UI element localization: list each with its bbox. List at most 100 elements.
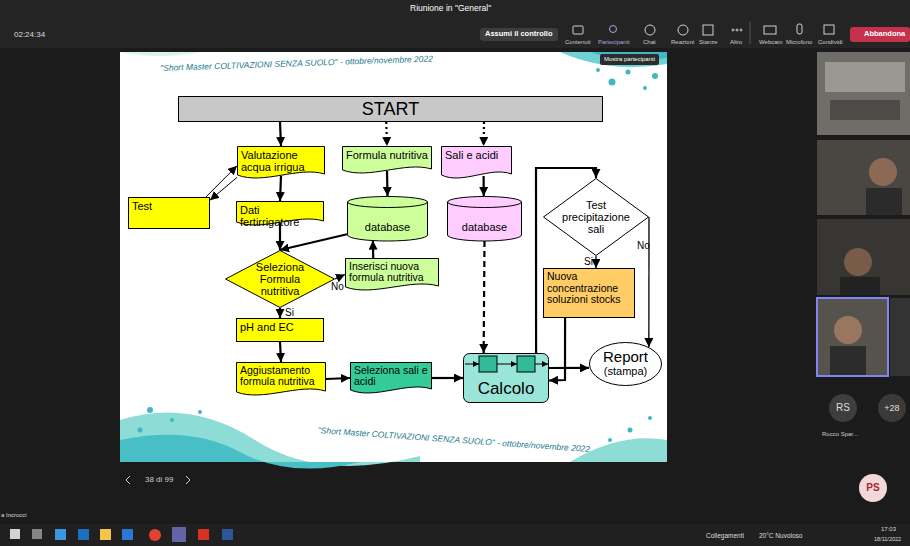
decoration [78, 529, 89, 540]
video-tile [817, 298, 888, 376]
control-button: Assumi il controllo [480, 28, 558, 41]
toolbar-label: Condividi [818, 39, 843, 46]
terminal-oval: Report(stampa) [589, 342, 662, 386]
flow-arrow [549, 367, 589, 369]
flow-arrow [483, 176, 485, 196]
decoration [608, 438, 612, 442]
flow-arrow [549, 318, 565, 381]
toolbar [0, 18, 910, 48]
document-box: Formula nutritiva [342, 146, 432, 174]
document-box: Seleziona sali e acidi [350, 362, 432, 394]
edge-label: No [637, 240, 650, 251]
window-title: Riunione in "General" [410, 4, 491, 14]
participant-name: Rocco Spar... [822, 431, 858, 438]
toolbar-label: Contenuti [565, 39, 591, 46]
node-shape [179, 97, 603, 122]
node-shape [226, 251, 335, 308]
decision-diamond: Seleziona Formula nutritiva [225, 250, 335, 308]
node-shape [129, 198, 210, 229]
decoration [628, 428, 633, 433]
flow-arrow [483, 241, 486, 353]
node-shape [238, 147, 325, 178]
video-tile [817, 52, 910, 135]
taskbar-date: 18/11/2022 [874, 536, 901, 542]
flow-arrow [280, 176, 281, 201]
node-shape [544, 179, 649, 256]
flow-arrow [483, 122, 486, 146]
video-tile [890, 298, 910, 376]
person [844, 248, 872, 276]
flow-arrow [372, 241, 374, 258]
node-outline [589, 342, 662, 386]
node-shape [442, 147, 512, 178]
decoration [147, 407, 153, 413]
slide-counter: 38 di 99 [145, 475, 173, 484]
taskbar-clock: 17:03 [881, 526, 896, 533]
calc-box: Calcolo [463, 353, 549, 403]
toolbar-label: Partecipanti [598, 39, 630, 46]
toolbar-label: Reazioni [671, 39, 694, 46]
person [830, 346, 866, 375]
more-icon [740, 29, 742, 31]
flow-arrow [210, 177, 237, 200]
node-text: database [365, 221, 410, 233]
decoration [198, 529, 209, 540]
decoration [652, 73, 658, 79]
node-text: pH and EC [240, 321, 294, 333]
node-text: Formula nutritiva [346, 149, 428, 161]
flow-arrow [206, 166, 237, 197]
decoration [643, 86, 647, 90]
node-text: database [462, 221, 507, 233]
avatar: PS [859, 474, 887, 502]
node-shape [237, 319, 324, 342]
flow-arrow [280, 234, 347, 250]
node-text: Seleziona Formula nutritiva [251, 261, 309, 297]
node-outline [447, 196, 522, 241]
slide-nav [126, 476, 190, 484]
decoration [55, 529, 66, 540]
wave [120, 52, 200, 56]
person [869, 158, 897, 186]
node-text: Dati fertirrigatore [240, 204, 320, 228]
node-shape [346, 259, 439, 290]
node-shape [343, 147, 432, 173]
leave-button: Abbandona [850, 27, 910, 42]
decoration [222, 529, 233, 540]
cylinder-top [448, 197, 522, 208]
node-shape [351, 363, 432, 393]
presenter-name: a Incrocci [1, 512, 27, 519]
video-tile [817, 140, 910, 215]
process-box: Test [128, 197, 210, 229]
slide-decoration [120, 52, 667, 469]
cylinder-top [348, 197, 428, 208]
node-text: Valutazione acqua irrigua [241, 149, 321, 173]
flow-arrow [280, 122, 281, 146]
toolbar-label: Stanze [699, 39, 718, 46]
wave [120, 435, 360, 469]
node-shape [544, 269, 635, 318]
taskbar-text: 20°C Nuvoloso [759, 532, 802, 539]
decoration [10, 529, 20, 539]
node-shape [590, 343, 662, 386]
room-wall [825, 62, 905, 92]
process-box: pH and EC [236, 318, 324, 342]
node-text: Aggiustamento formula nutritiva [240, 365, 322, 387]
flow-arrow [595, 256, 596, 268]
decoration [648, 416, 652, 420]
edge-label: Si [584, 256, 593, 267]
database-cylinder: database [347, 196, 428, 241]
mic-icon [797, 24, 802, 34]
chat-icon [645, 25, 655, 35]
decoration [100, 529, 111, 540]
more-icon [736, 29, 738, 31]
decoration [32, 529, 42, 539]
taskbar-text: Collegamenti [706, 532, 744, 539]
flow-arrow [279, 308, 281, 318]
taskbar-icons [10, 527, 233, 542]
document-box: Aggiustamento formula nutritiva [236, 362, 326, 396]
avatar: RS [829, 394, 857, 422]
